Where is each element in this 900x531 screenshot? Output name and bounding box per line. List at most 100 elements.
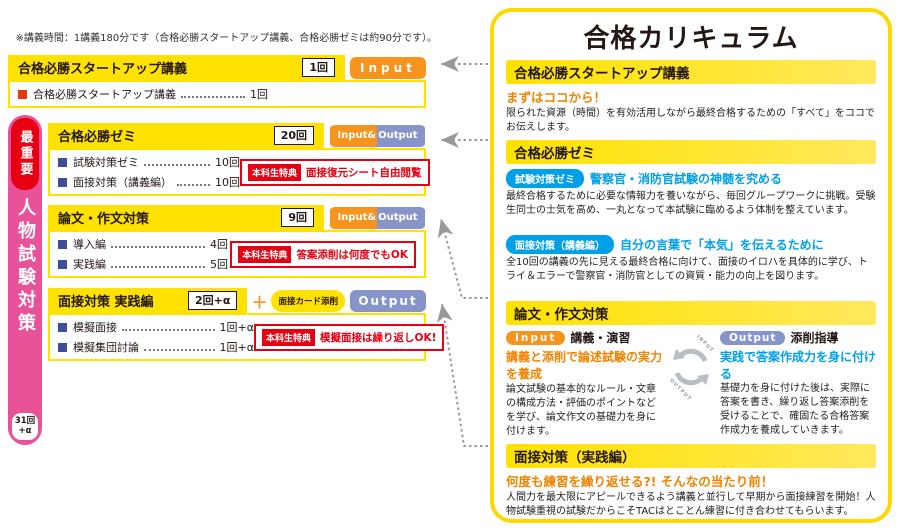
section1-lead: まずはココから！	[506, 90, 607, 105]
lecture-time-note: ※講義時間：1講義180分です（合格必勝スタートアップ講義、合格必勝ゼミは約90…	[15, 33, 437, 44]
input-tab-segment: Input&	[330, 206, 378, 229]
seminar-sub2-head: 面接対策（講義編） 自分の言葉で「本気」を伝えるために	[506, 235, 876, 254]
section-heading-seminar: 合格必勝ゼミ	[506, 140, 876, 164]
dot-leader	[144, 343, 215, 351]
dot-leader	[122, 323, 215, 331]
course-item-count: 10回	[215, 156, 240, 169]
session-count-badge: 20回	[273, 126, 314, 145]
input-column-lead: 講義と添削で論述試験の実力を養成	[506, 350, 663, 381]
input-output-cycle-icon: INPUT OUTPUT	[668, 329, 715, 439]
section1-body: 限られた資源（時間）を有効活用しながら最終合格するための「すべて」をココでお伝え…	[506, 108, 875, 133]
output-column-label: 添削指導	[790, 331, 839, 345]
course-block-interview: 面接対策 実践編 2回+α ＋ 面接カード添削 Output 模擬面接 1回+α…	[48, 288, 445, 361]
section4-body: 人間力を最大限にアピールできるよう講義と並行して早期から面接練習を開始！人物試験…	[506, 492, 876, 517]
block-header: 合格必勝スタートアップ講義 1回 Input	[8, 55, 426, 80]
block-header: 合格必勝ゼミ 20回 Input& Output	[48, 123, 426, 148]
dot-leader	[111, 260, 205, 268]
banner-title-wrap: 人物試験対策	[12, 190, 38, 413]
output-tab-segment: Output	[377, 124, 425, 147]
output-column: Output 添削指導 実践で答案作成力を身に付ける 基礎力を身に付けた後は、実…	[720, 329, 876, 439]
most-important-label: 最重要	[17, 130, 33, 178]
course-item-label: 模擬面接	[73, 321, 117, 334]
section-heading-startup: 合格必勝スタートアップ講義	[506, 60, 876, 84]
course-item-label: 合格必勝スタートアップ講義	[33, 88, 176, 101]
course-item-count: 10回	[215, 176, 240, 189]
course-item-count: 1回+α	[219, 341, 254, 354]
block-header-bar: 面接対策 実践編 2回+α	[48, 288, 248, 313]
input-column-head: Input 講義・演習	[506, 329, 662, 346]
course-block-seminar: 合格必勝ゼミ 20回 Input& Output 試験対策ゼミ 10回 面接対策…	[48, 123, 430, 196]
course-item: 合格必勝スタートアップ講義 1回	[18, 86, 268, 102]
dot-leader	[181, 90, 245, 98]
course-item: 模擬集団討論 1回+α	[58, 339, 254, 355]
course-item-label: 模擬集団討論	[73, 341, 139, 354]
member-benefit-badge: 本科生特典	[238, 245, 292, 263]
course-item-label: 試験対策ゼミ	[73, 156, 139, 169]
output-column-head: Output 添削指導	[720, 329, 876, 346]
course-item: 模擬面接 1回+α	[58, 319, 254, 335]
section-heading-essay: 論文・作文対策	[506, 301, 876, 325]
seminar-sub1-lead: 警察官・消防官試験の神髄を究める	[590, 172, 783, 186]
member-benefit-badge: 本科生特典	[262, 328, 316, 346]
bullet-icon	[58, 322, 67, 332]
input-tab-segment: Input&	[330, 124, 378, 147]
output-column-body: 基礎力を身に付けた後は、実際に答案を書き、繰り返し答案添削を受けることで、確固た…	[720, 383, 870, 436]
block-body: 模擬面接 1回+α 模擬集団討論 1回+α 本科生特典 模擬面接は繰り返しOK!	[48, 313, 445, 361]
banner-title: 人物試験対策	[15, 198, 36, 336]
course-item: 試験対策ゼミ 10回	[58, 154, 240, 170]
bullet-icon	[58, 259, 67, 269]
panel-title: 合格カリキュラム	[583, 24, 799, 54]
dot-leader	[111, 240, 205, 248]
seminar-sub1-head: 試験対策ゼミ 警察官・消防官試験の神髄を究める	[506, 169, 876, 188]
input-pill: Input	[506, 330, 566, 345]
connector-interview	[436, 303, 488, 447]
block-body: 合格必勝スタートアップ講義 1回	[8, 80, 426, 108]
course-item-label: 実践編	[73, 258, 106, 271]
course-block-startup: 合格必勝スタートアップ講義 1回 Input 合格必勝スタートアップ講義 1回	[8, 55, 426, 108]
input-column-body: 論文試験の基本的なルール・文章の構成方法・評価のポイントなどを学び、論文作文の基…	[506, 384, 656, 437]
exam-seminar-badge: 試験対策ゼミ	[506, 169, 584, 188]
course-item-count: 5回	[210, 258, 228, 271]
member-benefit-box: 本科生特典 答案添削は何度でもOK	[230, 240, 416, 268]
course-item-count: 1回	[250, 88, 268, 101]
bullet-icon	[58, 342, 67, 352]
member-benefit-box: 本科生特典 面接復元シート自由閲覧	[240, 158, 430, 186]
connector-essay	[437, 218, 488, 299]
input-column-label: 講義・演習	[570, 331, 631, 345]
block-title: 面接対策 実践編	[58, 295, 154, 310]
course-item-count: 4回	[210, 238, 228, 251]
input-output-tab: Input& Output	[329, 206, 426, 229]
input-tab: Input	[350, 56, 426, 79]
dot-leader	[144, 158, 210, 166]
dot-leader	[177, 178, 210, 186]
block-title: 論文・作文対策	[58, 212, 150, 227]
course-block-essay: 論文・作文対策 9回 Input& Output 導入編 4回 実践編	[48, 205, 426, 278]
plus-icon: ＋	[251, 292, 268, 312]
banner-session-count: 31回+α	[12, 412, 38, 440]
most-important-badge: 最重要	[11, 118, 39, 190]
course-item: 面接対策（講義編） 10回	[58, 174, 240, 190]
block-header: 面接対策 実践編 2回+α ＋ 面接カード添削 Output	[48, 288, 426, 313]
course-item: 実践編 5回	[58, 256, 228, 272]
member-benefit-badge: 本科生特典	[248, 163, 302, 181]
member-benefit-text: 面接復元シート自由閲覧	[306, 166, 422, 179]
personal-exam-banner: 最重要 人物試験対策 31回+α	[8, 115, 42, 445]
input-column: Input 講義・演習 講義と添削で論述試験の実力を養成 論文試験の基本的なルー…	[506, 329, 662, 439]
block-title: 合格必勝スタートアップ講義	[18, 62, 188, 77]
block-body: 導入編 4回 実践編 5回 本科生特典 答案添削は何度でもOK	[48, 230, 426, 278]
output-pill: Output	[720, 330, 786, 345]
member-benefit-text: 答案添削は何度でもOK	[296, 248, 408, 261]
course-item: 導入編 4回	[58, 236, 228, 252]
block-header: 論文・作文対策 9回 Input& Output	[48, 205, 426, 230]
seminar-sub1-body: 最終合格するために必要な情報力を養いながら、毎回グループワークに挑戦。受験生同士…	[506, 191, 876, 216]
bullet-icon	[58, 177, 67, 187]
block-title: 合格必勝ゼミ	[58, 130, 137, 145]
session-count-badge: 9回	[281, 208, 314, 227]
essay-columns: Input 講義・演習 講義と添削で論述試験の実力を養成 論文試験の基本的なルー…	[506, 329, 876, 439]
input-output-tab: Input& Output	[329, 124, 426, 147]
bullet-icon	[18, 89, 27, 99]
session-count-badge: 1回	[302, 58, 335, 77]
seminar-sub2-lead: 自分の言葉で「本気」を伝えるために	[620, 238, 824, 252]
course-item-label: 面接対策（講義編）	[73, 176, 172, 189]
